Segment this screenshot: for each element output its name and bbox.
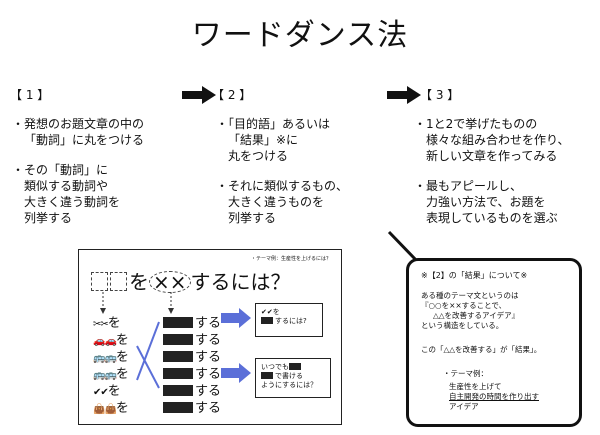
step-1-bullet-1: ・発想のお題文章の中の 「動詞」に丸をつける <box>12 117 145 147</box>
placeholder-box-icon <box>91 272 108 291</box>
list-item: 👜👜を <box>93 401 129 416</box>
list-item: 🚌🚌を <box>93 367 129 382</box>
verb-placeholder-icon <box>261 317 273 324</box>
list-item: する <box>163 329 221 348</box>
step-2-label: 【 2 】 <box>212 88 252 102</box>
step-2-bullet-1: ・「目的語」あるいは 「結果」※に 丸をつける <box>216 117 331 163</box>
verb-placeholder-icon <box>163 368 193 379</box>
object-placeholder-icon <box>289 363 301 370</box>
step-3-text: ・1と2で挙げたものの 様々な組み合わせを作り、 新しい文章を作ってみる ・最も… <box>414 116 594 240</box>
list-item: する <box>163 380 221 399</box>
verb-placeholder-icon <box>163 351 193 362</box>
placeholder-box-icon <box>110 272 127 291</box>
note-paragraph-1: ある種のテーマ文というのは 『○○を××することで、 △△を改善するアイデア』 … <box>421 291 520 330</box>
list-item: する <box>163 312 221 331</box>
note-example-label: ・テーマ例： <box>443 369 488 378</box>
verb-placeholder-icon <box>163 385 193 396</box>
list-item: 🚗🚗を <box>93 333 129 348</box>
list-item: ✂✂を <box>93 316 121 331</box>
note-heading: ※【2】の「結果」について※ <box>421 271 528 280</box>
list-item: ✔✔を <box>93 384 121 399</box>
result-note-1: ✔✔を するには? <box>255 303 323 337</box>
step-3-bullet-1: ・1と2で挙げたものの 様々な組み合わせを作り、 新しい文章を作ってみる <box>414 117 570 163</box>
verb-placeholder-icon <box>163 317 193 328</box>
step-2-text: ・「目的語」あるいは 「結果」※に 丸をつける ・それに類似するもの、 大きく違… <box>216 116 391 240</box>
figure-heading: を××するには？ <box>91 266 291 295</box>
verb-placeholder-icon <box>163 334 193 345</box>
step-1-text: ・発想のお題文章の中の 「動詞」に丸をつける ・その「動詞」に 類似する動詞や … <box>12 116 187 240</box>
verb-placeholder-icon <box>163 402 193 413</box>
example-figure: ・テーマ例：生産性を上げるには？ を××するには？ ✂✂を 🚗🚗を 🚌🚌を 🚌🚌… <box>78 249 342 425</box>
list-item: する <box>163 397 221 416</box>
arrow-right-icon <box>182 86 216 104</box>
list-item: する <box>163 363 221 382</box>
step-1-bullet-2: ・その「動詞」に 類似する動詞や 大きく違う動詞を 列挙する <box>12 163 121 225</box>
list-item: 🚌🚌を <box>93 350 129 365</box>
circled-verb: ×× <box>149 271 191 293</box>
list-item: する <box>163 346 221 365</box>
result-note-box: ※【2】の「結果」について※ ある種のテーマ文というのは 『○○を××することで… <box>406 258 582 427</box>
figure-connectors <box>100 292 251 389</box>
step-3-label: 【 3 】 <box>420 88 460 102</box>
step-2-bullet-2: ・それに類似するもの、 大きく違うものを 列挙する <box>216 179 349 225</box>
step-1-label: 【 1 】 <box>10 88 50 102</box>
page-title: ワードダンス法 <box>191 18 409 53</box>
arrow-right-icon <box>387 86 421 104</box>
note-example: 生産性を上げて 自主開発の時間を作り出す アイデア <box>449 382 539 411</box>
result-note-2: いつでも で書ける ようにするには？ <box>255 358 331 398</box>
figure-theme-tag: ・テーマ例：生産性を上げるには？ <box>250 256 331 262</box>
note-paragraph-2: この「△△を改善する」が「結果」。 <box>421 345 542 354</box>
verb-placeholder-icon <box>261 372 273 379</box>
step-3-bullet-2: ・最もアピールし、 力強い方法で、お題を 表現しているものを選ぶ <box>414 179 558 225</box>
